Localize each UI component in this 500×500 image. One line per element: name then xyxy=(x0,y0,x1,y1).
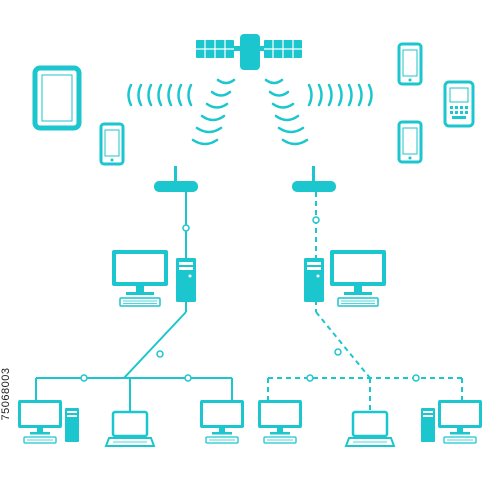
desktop-computer-icon xyxy=(199,399,245,444)
signal-waves-down-right-icon xyxy=(264,78,309,146)
desktop-computer-icon xyxy=(257,399,303,444)
signal-waves-left-icon xyxy=(127,83,193,107)
smartphone-icon xyxy=(397,42,423,86)
router-icon xyxy=(154,166,198,192)
left-network-nodes xyxy=(80,224,192,382)
tablet-icon xyxy=(32,65,82,131)
satellite-icon xyxy=(196,34,302,70)
desktop-computer-icon xyxy=(17,399,79,444)
laptop-icon xyxy=(104,410,156,448)
smartphone-icon xyxy=(397,120,423,164)
router-icon xyxy=(292,166,336,192)
signal-waves-right-icon xyxy=(307,83,373,107)
desktop-computer-icon xyxy=(421,399,483,444)
desktop-computer-icon xyxy=(111,249,196,307)
laptop-icon xyxy=(344,410,396,448)
stock-id-label: 75068003 xyxy=(0,367,12,421)
qwerty-phone-icon xyxy=(443,80,475,128)
left-network-links xyxy=(35,192,233,412)
desktop-computer-icon xyxy=(304,249,387,307)
right-network-nodes xyxy=(306,216,420,382)
smartphone-icon xyxy=(99,122,125,166)
signal-waves-down-left-icon xyxy=(191,78,236,146)
